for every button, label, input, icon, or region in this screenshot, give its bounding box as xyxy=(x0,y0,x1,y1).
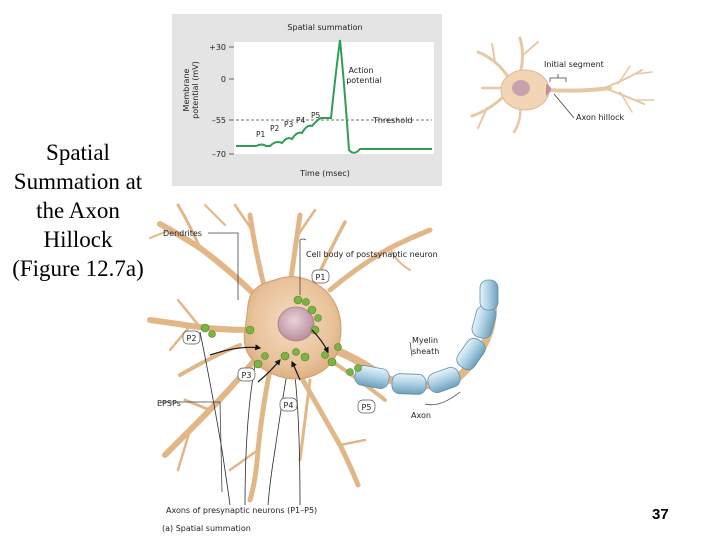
ytick-0: 0 xyxy=(221,75,226,84)
small-neuron xyxy=(470,36,655,134)
initial-segment-label: Initial segment xyxy=(544,60,604,69)
membrane-trace xyxy=(236,39,432,154)
figure-caption: (a) Spatial summation xyxy=(162,524,251,533)
p1-tag-label: P1 xyxy=(316,273,326,282)
presynaptic-axons-label: Axons of presynaptic neurons (P1–P5) xyxy=(166,506,317,515)
graph-title: Spatial summation xyxy=(287,23,362,32)
leader-lines xyxy=(160,232,461,493)
epsps-label: EPSPs xyxy=(157,399,181,408)
pulse-label-p2: P2 xyxy=(270,124,280,133)
p5-tag-label: P5 xyxy=(362,403,372,412)
ytick-plus30: +30 xyxy=(209,43,226,52)
myelin-label-line2: sheath xyxy=(412,347,439,356)
ytick-minus55: –55 xyxy=(212,116,226,125)
graph-ylabel-line1: Membrane xyxy=(182,68,191,111)
threshold-label: Threshold xyxy=(372,116,412,125)
myelin-sheath xyxy=(354,279,499,395)
p1-tag: P1 xyxy=(311,269,330,284)
dendrites-label: Dendrites xyxy=(163,229,202,238)
axon-hillock-label: Axon hillock xyxy=(576,113,625,122)
slide-title: Spatial Summation at the Axon Hillock (F… xyxy=(12,140,144,281)
cell-body-label: Cell body of postsynaptic neuron xyxy=(306,250,438,259)
pulse-label-p4: P4 xyxy=(296,116,306,125)
axon-label: Axon xyxy=(411,411,431,420)
p3-tag: P3 xyxy=(237,367,256,382)
p3-tag-label: P3 xyxy=(242,371,252,380)
graph-xlabel: Time (msec) xyxy=(299,169,350,178)
action-potential-label-line2: potential xyxy=(346,76,382,85)
axon-hillock-leader xyxy=(553,93,575,119)
p5-tag: P5 xyxy=(357,399,376,414)
myelin-label-line1: Myelin xyxy=(412,336,438,345)
p2-tag: P2 xyxy=(182,330,201,345)
graph-ylabel-line2: potential (mV) xyxy=(191,61,200,119)
pulse-label-p5: P5 xyxy=(311,111,321,120)
initial-segment-bracket xyxy=(549,74,567,82)
action-potential-label-line1: Action xyxy=(348,66,373,75)
ytick-minus70: –70 xyxy=(212,150,226,159)
dendrites xyxy=(147,203,433,503)
p4-tag: P4 xyxy=(279,397,298,412)
membrane-potential-graph: Spatial summation Membrane potential (mV… xyxy=(172,14,442,186)
p4-tag-label: P4 xyxy=(284,401,294,410)
pulse-label-p3: P3 xyxy=(284,120,294,129)
p2-tag-label: P2 xyxy=(187,334,197,343)
nucleus xyxy=(277,306,315,342)
pulse-label-p1: P1 xyxy=(256,130,266,139)
synapses xyxy=(200,295,362,376)
page-number: 37 xyxy=(652,506,669,523)
signal-arrows xyxy=(209,329,329,383)
